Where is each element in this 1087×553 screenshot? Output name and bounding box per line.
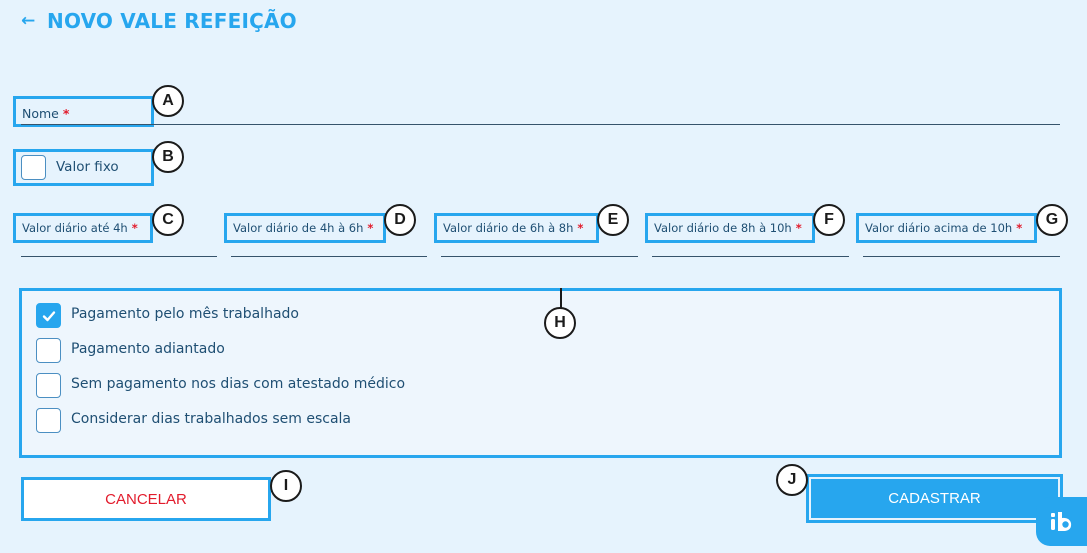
daily-value-label-box-4: Valor diário de 8h à 10h * — [645, 213, 815, 243]
annotation-marker-d: D — [384, 204, 416, 236]
daily-value-input-line-1[interactable] — [21, 256, 217, 257]
fixed-value-checkbox[interactable] — [21, 155, 46, 180]
option-checkbox-1[interactable] — [36, 303, 61, 328]
daily-value-label-box-1: Valor diário até 4h * — [13, 213, 153, 243]
fixed-value-label: Valor fixo — [56, 159, 119, 175]
annotation-marker-f: F — [813, 204, 845, 236]
daily-value-label-1: Valor diário até 4h — [22, 221, 128, 235]
option-checkbox-4[interactable] — [36, 408, 61, 433]
submit-button-label: CADASTRAR — [811, 479, 1058, 518]
daily-value-input-line-4[interactable] — [652, 256, 849, 257]
check-icon — [42, 310, 55, 321]
daily-value-input-line-3[interactable] — [441, 256, 638, 257]
required-asterisk: * — [1016, 221, 1023, 235]
submit-button[interactable]: CADASTRAR — [806, 474, 1063, 523]
daily-value-label-box-5: Valor diário acima de 10h * — [856, 213, 1037, 243]
annotation-marker-b: B — [152, 141, 184, 173]
annotation-marker-j: J — [776, 464, 808, 496]
required-asterisk: * — [367, 221, 374, 235]
annotation-marker-c: C — [152, 204, 184, 236]
option-label-4: Considerar dias trabalhados sem escala — [71, 411, 352, 427]
required-asterisk: * — [62, 106, 70, 121]
cancel-button[interactable]: CANCELAR — [21, 477, 271, 521]
fixed-value-box[interactable] — [13, 149, 154, 186]
chat-widget-icon — [1050, 511, 1071, 531]
annotation-marker-h: H — [544, 307, 576, 339]
option-label-3: Sem pagamento nos dias com atestado médi… — [71, 376, 406, 392]
required-asterisk: * — [131, 221, 138, 235]
chat-widget-button[interactable] — [1036, 497, 1087, 546]
daily-value-label-5: Valor diário acima de 10h — [865, 221, 1013, 235]
option-checkbox-2[interactable] — [36, 338, 61, 363]
back-arrow-icon[interactable]: ← — [21, 11, 36, 31]
daily-value-label-4: Valor diário de 8h à 10h — [654, 221, 792, 235]
name-field-label-box: Nome * — [13, 96, 154, 127]
option-label-1: Pagamento pelo mês trabalhado — [71, 306, 299, 322]
annotation-marker-i: I — [270, 470, 302, 502]
required-asterisk: * — [795, 221, 802, 235]
annotation-marker-g: G — [1036, 204, 1068, 236]
option-checkbox-3[interactable] — [36, 373, 61, 398]
daily-value-input-line-5[interactable] — [863, 256, 1060, 257]
daily-value-label-3: Valor diário de 6h à 8h — [443, 221, 574, 235]
annotation-marker-a: A — [152, 85, 184, 117]
page-title: NOVO VALE REFEIÇÃO — [47, 9, 297, 33]
annotation-marker-h-connector — [560, 288, 562, 308]
daily-value-label-box-2: Valor diário de 4h à 6h * — [224, 213, 386, 243]
required-asterisk: * — [577, 221, 584, 235]
daily-value-label-2: Valor diário de 4h à 6h — [233, 221, 364, 235]
daily-value-input-line-2[interactable] — [231, 256, 427, 257]
annotation-marker-e: E — [597, 204, 629, 236]
option-label-2: Pagamento adiantado — [71, 341, 225, 357]
name-field-input-line[interactable] — [21, 124, 1060, 125]
payment-options-panel — [19, 288, 1062, 458]
daily-value-label-box-3: Valor diário de 6h à 8h * — [434, 213, 599, 243]
name-field-label: Nome — [22, 106, 59, 121]
